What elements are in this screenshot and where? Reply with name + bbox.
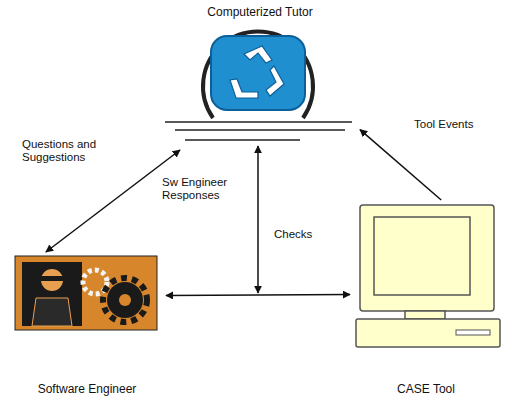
- message-label: Tool Events: [412, 118, 496, 131]
- illustration-part: [230, 46, 284, 98]
- illustration-part: [22, 262, 82, 326]
- connector-arrow: [166, 294, 350, 296]
- illustration-part: [32, 298, 72, 326]
- engineer-icon: [15, 256, 157, 330]
- node-caption: Computerized Tutor: [204, 4, 315, 20]
- tool-node: CASE Tool: [350, 200, 502, 397]
- illustration-part: [211, 36, 305, 110]
- node-caption: CASE Tool: [394, 381, 458, 397]
- illustration-part: [230, 79, 258, 98]
- illustration-part: [356, 319, 500, 347]
- illustration-part: [244, 46, 272, 63]
- illustration-part: [360, 205, 494, 311]
- illustration-part: [165, 121, 352, 123]
- illustration-part: [103, 278, 147, 322]
- illustration-part: [266, 66, 284, 96]
- illustration-part: [119, 294, 131, 306]
- tutor-node: Computerized Tutor: [160, 4, 360, 150]
- illustration-part: [38, 276, 66, 281]
- illustration-part: [203, 31, 313, 118]
- node-caption: Software Engineer: [35, 381, 140, 397]
- illustration-part: [456, 330, 490, 335]
- illustration-part: [185, 139, 300, 141]
- illustration-part: [405, 311, 445, 319]
- actor-node: Software Engineer: [8, 252, 166, 397]
- message-label: Sw Engineer Responses: [160, 176, 244, 202]
- illustration-part: [15, 256, 157, 330]
- connector-arrow: [360, 130, 441, 200]
- illustration-part: [107, 282, 143, 318]
- computer-icon: [356, 205, 500, 347]
- message-label: Checks: [272, 228, 336, 241]
- tutor-icon: [165, 31, 352, 140]
- illustration-part: [374, 217, 470, 295]
- checks-arrow: [257, 146, 259, 293]
- message-label: Questions and Suggestions: [20, 138, 116, 164]
- illustration-part: [175, 129, 345, 131]
